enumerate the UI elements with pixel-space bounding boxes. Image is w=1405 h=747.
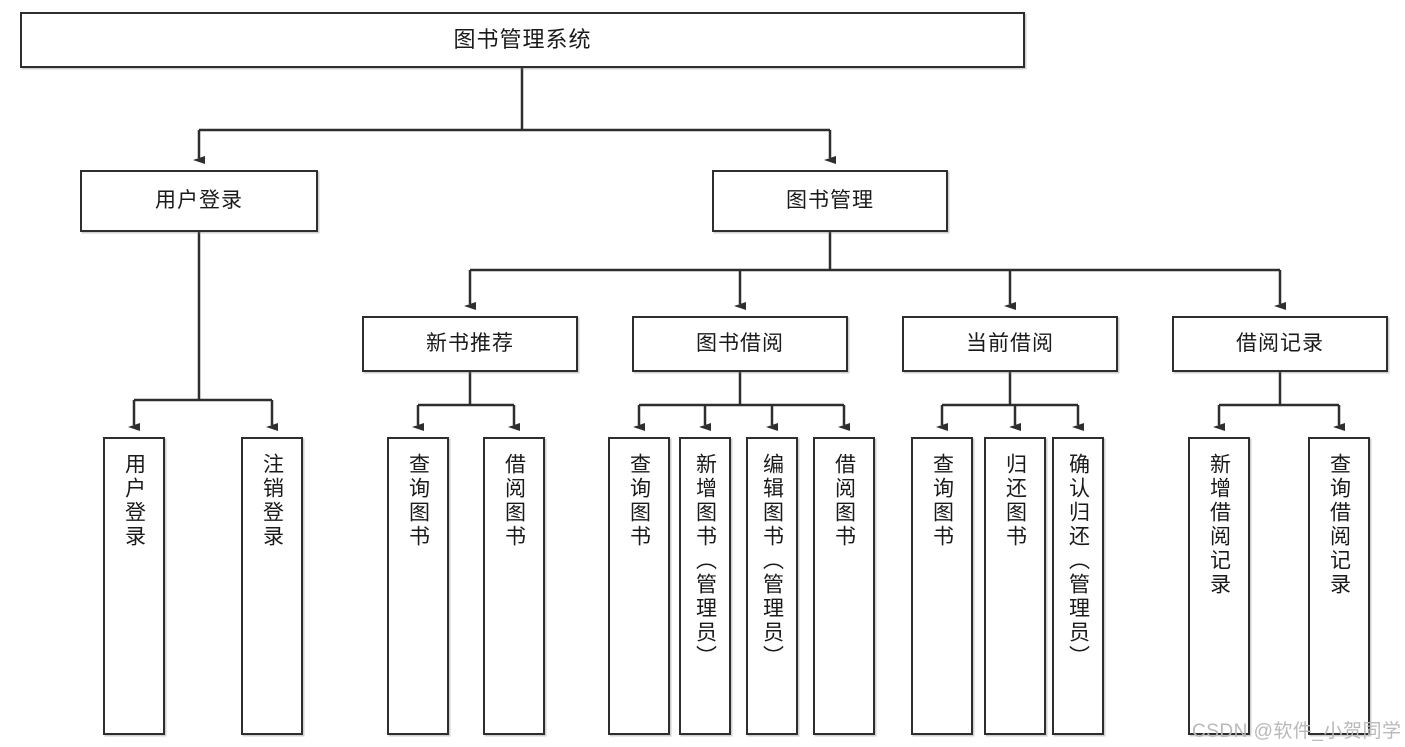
- node-leaf-add-book-label: 新增图书（管理员）: [693, 453, 717, 669]
- node-leaf-return-book[interactable]: 归还图书: [984, 437, 1046, 735]
- node-user-login[interactable]: 用户登录: [80, 170, 318, 232]
- node-leaf-borrow-book-2-label: 借阅图书: [832, 453, 856, 549]
- node-leaf-logout-label: 注销登录: [260, 453, 284, 549]
- node-leaf-user-login[interactable]: 用户登录: [103, 437, 165, 735]
- node-current-borrow-label: 当前借阅: [966, 331, 1054, 355]
- node-leaf-confirm-return[interactable]: 确认归还（管理员）: [1052, 437, 1104, 735]
- node-book-manage[interactable]: 图书管理: [712, 170, 948, 232]
- node-leaf-return-book-label: 归还图书: [1003, 453, 1027, 549]
- node-book-borrow[interactable]: 图书借阅: [632, 316, 848, 372]
- node-leaf-add-record[interactable]: 新增借阅记录: [1188, 437, 1250, 735]
- node-leaf-edit-book-label: 编辑图书（管理员）: [760, 453, 784, 669]
- node-leaf-query-book-3[interactable]: 查询图书: [911, 437, 973, 735]
- node-leaf-query-book-3-label: 查询图书: [930, 453, 954, 549]
- node-leaf-confirm-return-label: 确认归还（管理员）: [1066, 453, 1090, 669]
- node-borrow-record[interactable]: 借阅记录: [1172, 316, 1388, 372]
- node-leaf-add-record-label: 新增借阅记录: [1207, 453, 1231, 597]
- node-leaf-user-login-label: 用户登录: [122, 453, 146, 549]
- node-leaf-query-book-1-label: 查询图书: [406, 453, 430, 549]
- node-leaf-query-record[interactable]: 查询借阅记录: [1308, 437, 1370, 735]
- node-leaf-edit-book[interactable]: 编辑图书（管理员）: [746, 437, 798, 735]
- node-leaf-borrow-book-1-label: 借阅图书: [502, 453, 526, 549]
- node-leaf-query-book-2-label: 查询图书: [627, 453, 651, 549]
- node-leaf-query-record-label: 查询借阅记录: [1327, 453, 1351, 597]
- node-leaf-query-book-1[interactable]: 查询图书: [387, 437, 449, 735]
- node-root[interactable]: 图书管理系统: [20, 12, 1025, 68]
- node-new-book-rec-label: 新书推荐: [426, 331, 514, 355]
- csdn-watermark: CSDN @软件_小贺同学: [1192, 721, 1402, 742]
- node-user-login-label: 用户登录: [155, 188, 243, 212]
- node-borrow-record-label: 借阅记录: [1236, 331, 1324, 355]
- node-leaf-query-book-2[interactable]: 查询图书: [608, 437, 670, 735]
- node-leaf-logout[interactable]: 注销登录: [241, 437, 303, 735]
- node-root-label: 图书管理系统: [453, 27, 592, 53]
- node-book-manage-label: 图书管理: [786, 188, 874, 212]
- node-leaf-borrow-book-1[interactable]: 借阅图书: [483, 437, 545, 735]
- node-leaf-add-book[interactable]: 新增图书（管理员）: [679, 437, 731, 735]
- node-book-borrow-label: 图书借阅: [696, 331, 784, 355]
- node-new-book-rec[interactable]: 新书推荐: [362, 316, 578, 372]
- node-current-borrow[interactable]: 当前借阅: [902, 316, 1118, 372]
- node-leaf-borrow-book-2[interactable]: 借阅图书: [813, 437, 875, 735]
